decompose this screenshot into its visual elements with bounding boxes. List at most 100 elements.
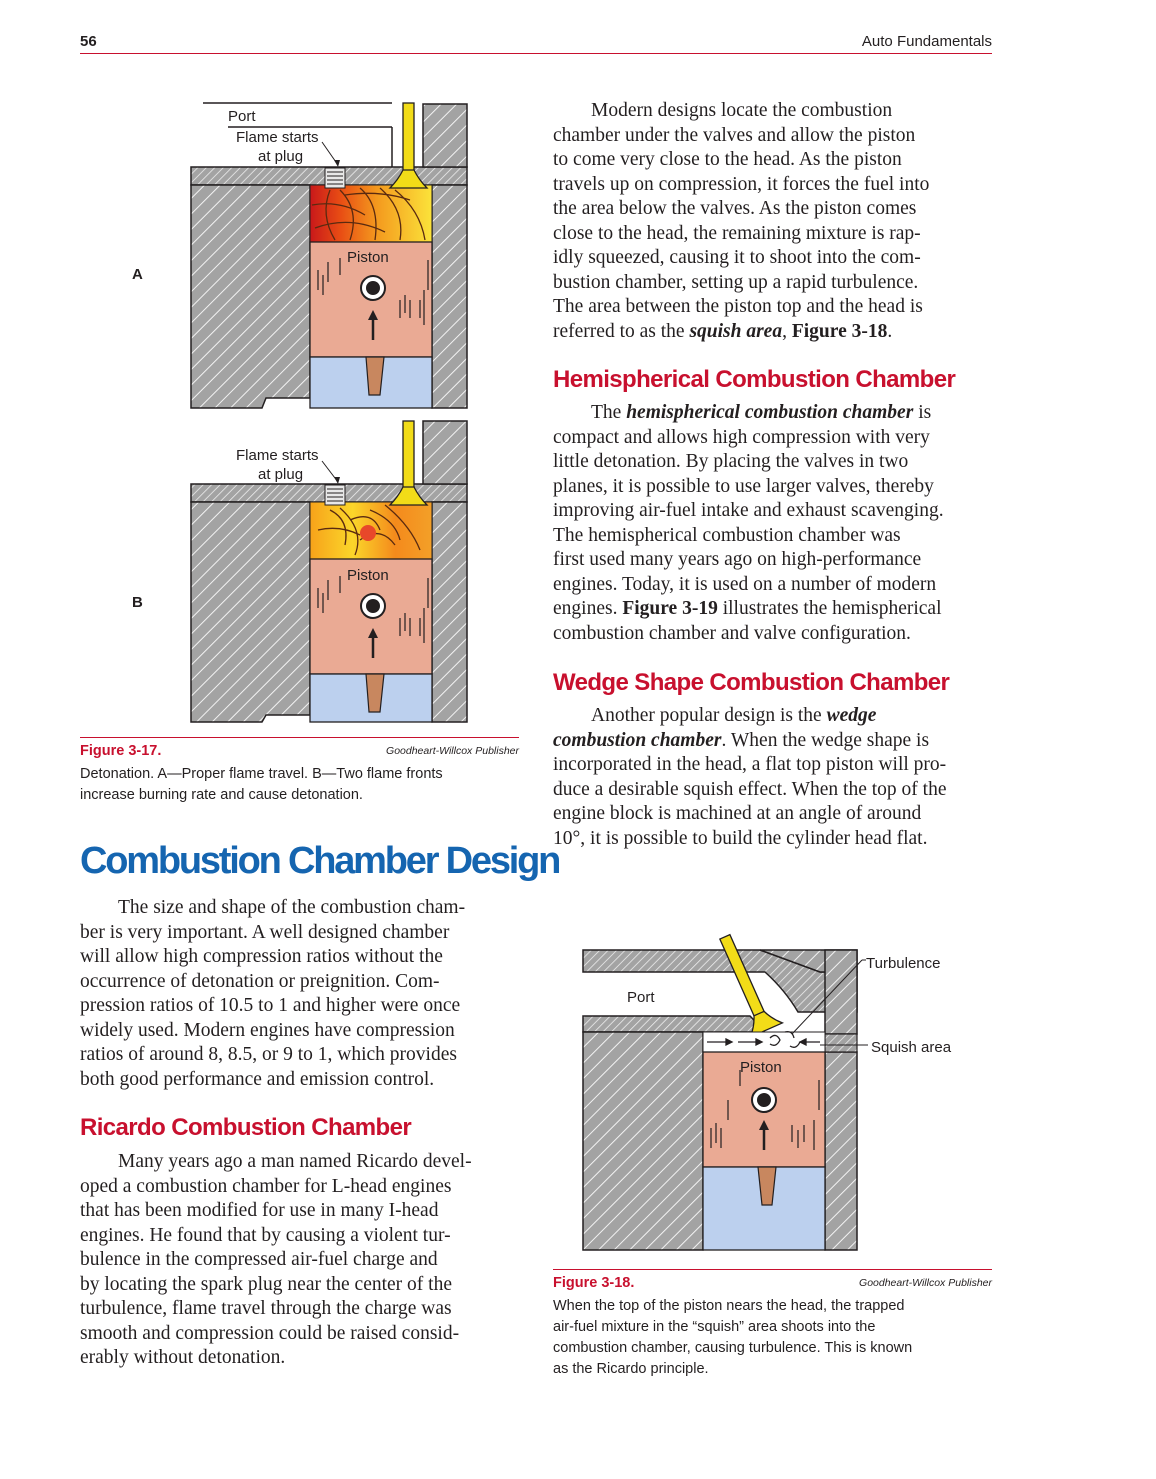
caption-text: Detonation. A—Proper flame travel. B—Two… — [80, 764, 443, 806]
port-label: Port — [627, 989, 655, 1006]
text-line: bulence in the compressed air-fuel charg… — [80, 1249, 438, 1270]
turbulence-label: Turbulence — [866, 955, 941, 972]
flame-label-line2: at plug — [258, 466, 303, 483]
engine-block — [190, 501, 311, 723]
piston-label: Piston — [347, 249, 389, 266]
key-term: combustion chamber — [553, 729, 722, 751]
squish-area-label: Squish area — [871, 1039, 952, 1056]
text-line: The size and shape of the combustion cha… — [118, 897, 466, 918]
caption-line: Detonation. A—Proper flame travel. B—Two… — [80, 766, 443, 782]
text-line: combustion chamber. When the wedge shape… — [553, 729, 930, 751]
panel-a-engine — [190, 102, 468, 409]
text-line: to come very close to the head. As the p… — [553, 149, 902, 170]
text-line: engine block is machined at an angle of … — [553, 803, 922, 824]
valve — [718, 933, 785, 1039]
connecting-rod — [365, 356, 385, 396]
wedge-heading: Wedge Shape Combustion Chamber — [553, 669, 950, 696]
figure-3-18-caption: Figure 3-18. Goodheart-Willcox Publisher… — [553, 1269, 992, 1380]
key-term: hemispherical combustion chamber — [626, 402, 914, 423]
hemi-paragraph: The hemispherical combustion chamber is … — [553, 401, 992, 646]
flame-label-line1: Flame starts — [236, 129, 319, 146]
text-line: widely used. Modern engines have compres… — [80, 1019, 455, 1041]
ricardo-paragraph: Many years ago a man named Ricardo devel… — [80, 1150, 518, 1371]
text-line: compact and allows high compression with… — [553, 426, 930, 448]
key-term: squish area — [689, 320, 783, 342]
wedge-paragraph: Another popular design is the wedge comb… — [553, 704, 992, 851]
figure-3-18-illustration: Turbulence Port Squish area Piston — [582, 933, 952, 1251]
text-line: Many years ago a man named Ricardo devel… — [118, 1151, 472, 1172]
text-line: The area between the piston top and the … — [553, 296, 923, 317]
text-line: occurrence of detonation or preignition.… — [80, 970, 440, 992]
text-line: little detonation. By placing the valves… — [553, 451, 909, 472]
squish-arrows — [707, 1037, 820, 1047]
publisher-credit: Goodheart-Willcox Publisher — [859, 1277, 992, 1289]
text-line: Modern designs locate the combustion — [591, 100, 893, 121]
page-number: 56 — [80, 33, 97, 50]
text-line: both good performance and emission contr… — [80, 1068, 435, 1090]
connecting-rod — [365, 673, 385, 713]
text-line: engines. Today, it is used on a number o… — [553, 573, 937, 595]
upward-arrow — [368, 310, 378, 320]
text-line: combustion chamber and valve configurati… — [553, 622, 911, 644]
text-line: ratios of around 8, 8.5, or 9 to 1, whic… — [80, 1044, 457, 1065]
main-heading: Combustion Chamber Design — [80, 840, 561, 882]
text-line: 10°, it is possible to build the cylinde… — [553, 827, 928, 849]
intro-paragraph: The size and shape of the combustion cha… — [80, 896, 518, 1092]
figure-reference: Figure 3-18 — [791, 320, 888, 342]
text-line: The hemispherical combustion chamber is — [591, 402, 932, 423]
text-line: the area below the valves. As the piston… — [553, 198, 917, 219]
text-line: erably without detonation. — [80, 1347, 286, 1368]
text-line: duce a desirable squish effect. When the… — [553, 778, 947, 800]
caption-line: air-fuel mixture in the “squish” area sh… — [553, 1319, 876, 1335]
hemi-heading: Hemispherical Combustion Chamber — [553, 366, 956, 393]
text-line: Another popular design is the wedge — [591, 705, 877, 726]
flame-label-line2: at plug — [258, 148, 303, 165]
text-line: close to the head, the remaining mixture… — [553, 222, 921, 244]
flame-label-line1: Flame starts — [236, 447, 319, 464]
text-line: pression ratios of 10.5 to 1 and higher … — [80, 995, 461, 1016]
text-line: improving air-fuel intake and exhaust sc… — [553, 500, 944, 521]
engine-block — [190, 184, 311, 409]
caption-line: increase burning rate and cause detonati… — [80, 787, 363, 803]
publisher-credit: Goodheart-Willcox Publisher — [386, 745, 519, 757]
text-line: travels up on compression, it forces the… — [553, 173, 930, 195]
figure-3-17-caption: Figure 3-17. Goodheart-Willcox Publisher… — [80, 737, 519, 808]
text-line: idly squeezed, causing it to shoot into … — [553, 247, 921, 268]
spark-plug — [324, 484, 346, 506]
panel-b-engine — [190, 420, 468, 723]
upward-arrow — [368, 628, 378, 638]
modern-paragraph: Modern designs locate the combustion cha… — [553, 99, 992, 344]
turbulence-swirls — [769, 1030, 801, 1048]
text-line: ber is very important. A well designed c… — [80, 921, 450, 943]
text-line: will allow high compression ratios witho… — [80, 946, 443, 967]
panel-b-label: B — [132, 594, 143, 611]
upward-arrow — [759, 1120, 769, 1130]
connecting-rod — [757, 1166, 777, 1206]
panel-a-label: A — [132, 266, 143, 283]
text-line: by locating the spark plug near the cent… — [80, 1273, 452, 1295]
second-flame-front — [360, 525, 376, 541]
engine-block — [582, 1031, 704, 1251]
text-line: engines. He found that by causing a viol… — [80, 1224, 451, 1246]
text-line: turbulence, flame travel through the cha… — [80, 1298, 452, 1319]
port-label: Port — [228, 108, 256, 125]
text-line: incorporated in the head, a flat top pis… — [553, 754, 947, 775]
text-line: smooth and compression could be raised c… — [80, 1322, 460, 1344]
text-line: engines. Figure 3-19 illustrates the hem… — [553, 598, 942, 619]
text-line: planes, it is possible to use larger val… — [553, 475, 934, 497]
book-title: Auto Fundamentals — [861, 33, 992, 50]
caption-line: combustion chamber, causing turbulence. … — [553, 1340, 913, 1356]
piston-label: Piston — [740, 1059, 782, 1076]
ricardo-heading: Ricardo Combustion Chamber — [80, 1114, 412, 1141]
running-header: 56 Auto Fundamentals — [80, 31, 992, 54]
figure-3-17-illustration: Port Flame starts at plug Piston Flame s… — [190, 102, 468, 723]
caption-text: When the top of the piston nears the hea… — [553, 1296, 912, 1380]
text-line: The hemispherical combustion chamber was — [553, 524, 901, 546]
text-line: that has been modified for use in many I… — [80, 1200, 439, 1221]
text-line: oped a combustion chamber for L-head eng… — [80, 1175, 452, 1197]
valve — [402, 420, 415, 497]
spark-plug — [324, 167, 346, 189]
flame-front — [309, 184, 433, 243]
piston-label: Piston — [347, 567, 389, 584]
text-line: bustion chamber, setting up a rapid turb… — [553, 271, 919, 293]
